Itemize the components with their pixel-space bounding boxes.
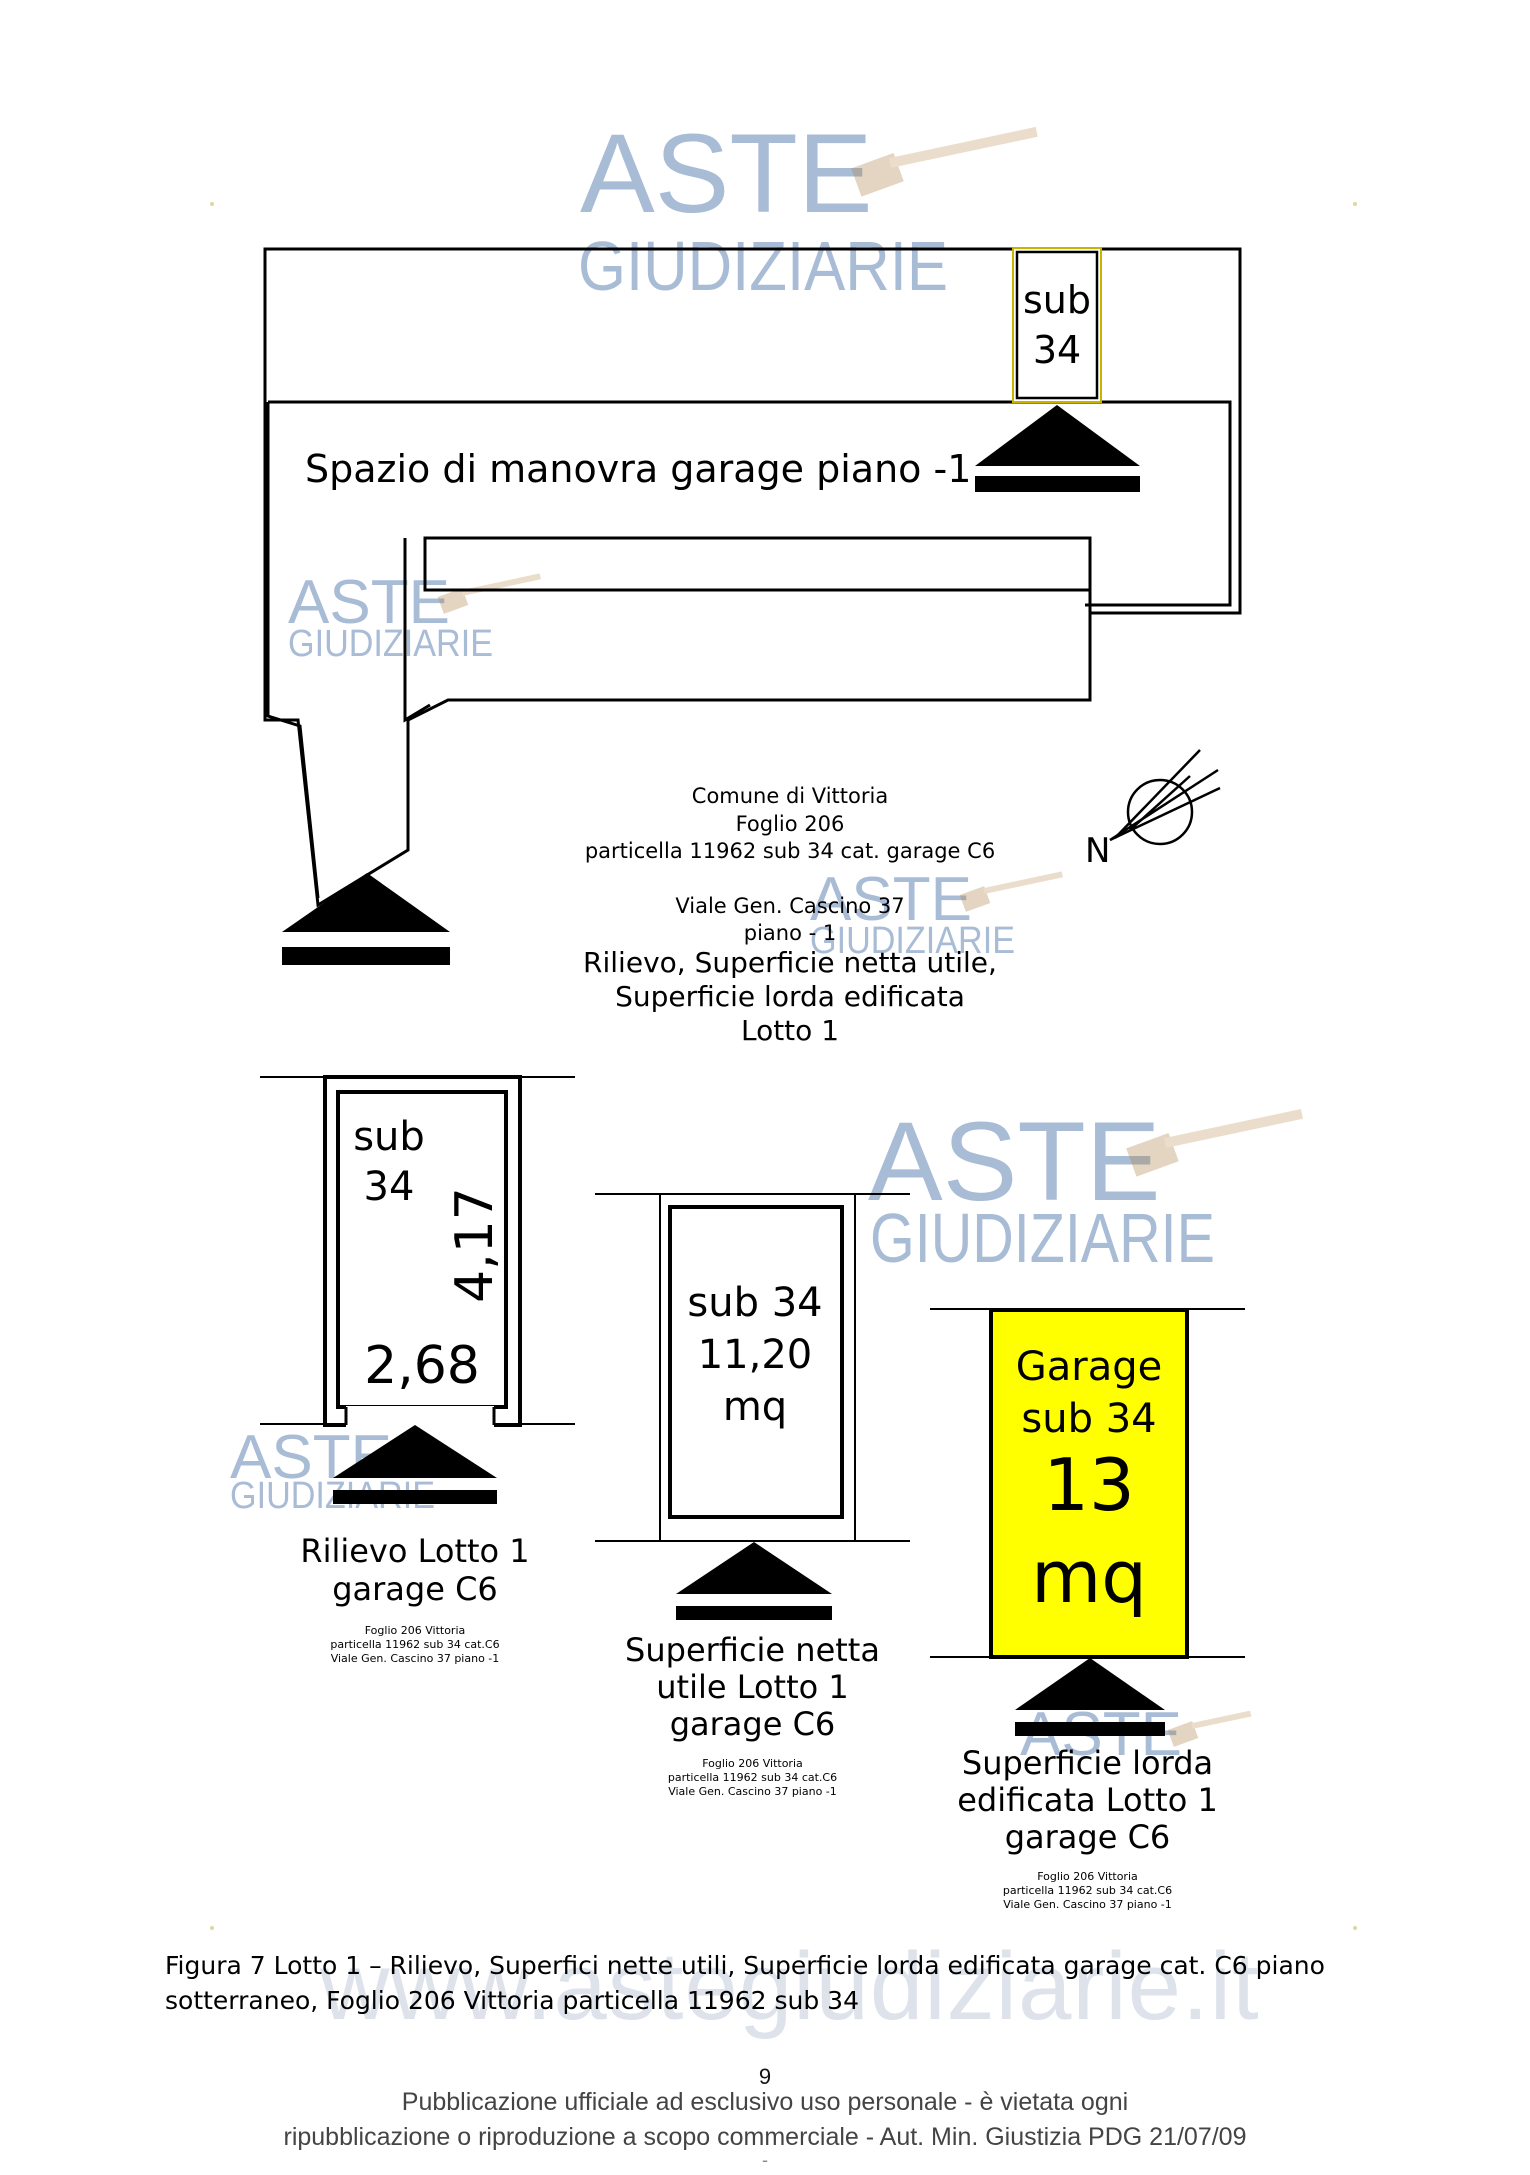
watermark-right: ASTE GIUDIZIARIE [868,1099,1303,1277]
netta-panel [595,1193,910,1620]
gavel-icon [1126,1109,1303,1177]
page-number: 9 [758,2064,772,2089]
netta-sub-label: sub 34 [687,1280,822,1326]
gavel-icon [1167,1710,1252,1747]
watermark-mid-left: ASTE GIUDIZIARIE [288,568,541,665]
plan-corridor-lower [266,402,320,899]
website-watermark: www.astegiudiziarie.it [320,1933,1260,2040]
page-mark [210,202,214,206]
netta-note-line: Viale Gen. Cascino 37 piano -1 [668,1785,837,1798]
lorda-title-line: garage C6 [1004,1818,1171,1856]
lorda-note-line: Foglio 206 Vittoria [1037,1870,1138,1883]
figure-caption-line: Figura 7 Lotto 1 – Rilievo, Superfici ne… [165,1951,1325,1980]
lorda-title: Superficie lorda edificata Lotto 1 garag… [930,1745,1245,1856]
north-label: N [1085,831,1110,871]
rilievo-title-line: Rilievo Lotto 1 [300,1532,530,1570]
page-mark [210,1926,214,1930]
entrance-arrow-icon [975,405,1140,492]
lorda-area-unit: mq [1031,1535,1147,1619]
plan-title-line: Lotto 1 [740,1014,840,1047]
floor-plan [263,247,1242,908]
footer-dash: - [762,2150,768,2170]
plan-info-line: piano - 1 [743,921,837,945]
plan-info-line: Foglio 206 [735,811,845,836]
lorda-sub-label: sub 34 [1021,1396,1156,1442]
entrance-arrow-icon [333,1425,497,1504]
maneuver-space-label: Spazio di manovra garage piano -1 [305,447,971,491]
netta-title-line: Superficie netta [625,1631,880,1669]
lorda-panel [930,1308,1245,1736]
watermark-aste-text: ASTE [868,1099,1161,1224]
entrance-arrow-icon [282,873,450,965]
gavel-icon [437,573,541,614]
lorda-title-line: edificata Lotto 1 [957,1781,1218,1819]
lorda-garage-label: Garage [1016,1344,1162,1390]
netta-title: Superficie netta utile Lotto 1 garage C6 [595,1632,910,1743]
rilievo-title-line: garage C6 [332,1570,498,1608]
figure-caption: Figura 7 Lotto 1 – Rilievo, Superfici ne… [165,1948,1385,2018]
rilievo-note-line: Foglio 206 Vittoria [364,1624,466,1637]
netta-area-value: 11,20 [698,1332,813,1378]
rilievo-note: Foglio 206 Vittoria particella 11962 sub… [260,1624,570,1666]
netta-title-line: garage C6 [669,1705,836,1743]
plan-title-line: Superficie lorda edificata [615,980,965,1013]
entrance-arrow-icon [1015,1658,1165,1736]
plan-title-block: Rilievo, Superficie netta utile, Superfi… [540,946,1040,1048]
page-mark [1353,1926,1357,1930]
plan-sub34-box-inner [1015,250,1099,400]
page-mark [1353,202,1357,206]
watermark-center: ASTE GIUDIZIARIE [810,865,1063,962]
watermark-aste-text: ASTE [580,111,873,236]
netta-note-line: Foglio 206 Vittoria [702,1757,803,1770]
gavel-icon [959,871,1063,912]
footer-notice-line: ripubblicazione o riproduzione a scopo c… [283,2123,1247,2151]
plan-sub-label: sub [1023,278,1091,322]
watermark-giudiziarie-text: GIUDIZIARIE [810,920,1015,962]
netta-note: Foglio 206 Vittoria particella 11962 sub… [595,1757,910,1799]
plan-info-line [540,866,1040,893]
watermark-aste-text: ASTE [810,865,972,934]
watermark-top: ASTE GIUDIZIARIE [578,111,1038,305]
watermark-aste-text: ASTE [288,568,450,637]
figure-caption-line: sotterraneo, Foglio 206 Vittoria partice… [165,1986,859,2015]
plan-info-line: Comune di Vittoria [691,784,889,808]
lorda-area-value: 13 [1043,1443,1135,1527]
entrance-arrow-icon [676,1542,832,1620]
rilievo-title: Rilievo Lotto 1 garage C6 [260,1532,570,1608]
footer-notice-line: Pubblicazione ufficiale ad esclusivo uso… [401,2088,1129,2116]
lorda-highlight-box [989,1308,1189,1659]
rilievo-depth-dimension: 4,17 [445,1187,505,1303]
plan-info-line: Viale Gen. Cascino 37 [675,893,905,918]
lorda-title-line: Superficie lorda [961,1744,1214,1782]
north-compass-icon [1109,749,1221,846]
lorda-note-line: Viale Gen. Cascino 37 piano -1 [1003,1898,1172,1911]
plan-title-line: Rilievo, Superficie netta utile, [583,946,997,979]
netta-area-unit: mq [723,1384,787,1430]
plan-sub-number: 34 [1033,328,1081,372]
lorda-note-line: particella 11962 sub 34 cat.C6 [1002,1884,1173,1897]
plan-corridor-inner [403,538,431,723]
rilievo-panel [260,1075,575,1504]
plan-corridor-wall [268,400,1232,607]
rilievo-note-line: Viale Gen. Cascino 37 piano -1 [330,1652,500,1665]
watermark-giudiziarie-text: GIUDIZIARIE [870,1199,1215,1277]
rilievo-width-dimension: 2,68 [364,1336,480,1396]
netta-note-line: particella 11962 sub 34 cat.C6 [667,1771,838,1784]
watermark-giudiziarie-text: GIUDIZIARIE [288,623,493,665]
plan-sub34-box [1012,247,1102,403]
gavel-icon [851,126,1038,197]
rilievo-note-line: particella 11962 sub 34 cat.C6 [330,1638,500,1651]
rilievo-sub-number: 34 [364,1164,415,1210]
netta-title-line: utile Lotto 1 [656,1668,849,1706]
plan-info-block: Comune di Vittoria Foglio 206 particella… [540,783,1040,948]
watermark-giudiziarie-text: GIUDIZIARIE [578,227,948,305]
rilievo-sub-label: sub [353,1114,425,1160]
lorda-note: Foglio 206 Vittoria particella 11962 sub… [930,1870,1245,1912]
plan-info-line: particella 11962 sub 34 cat. garage C6 [584,839,996,863]
